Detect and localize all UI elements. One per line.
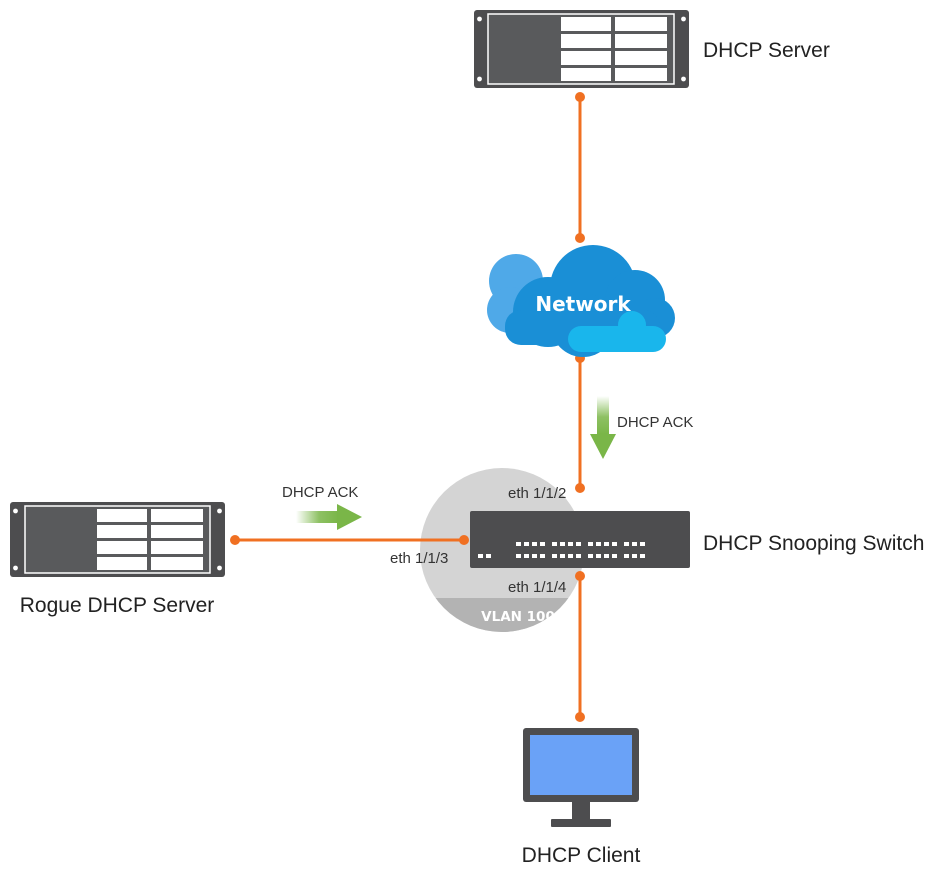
link-endpoints: [230, 92, 585, 722]
monitor-screen: [530, 735, 632, 795]
monitor-base: [551, 819, 611, 827]
dhcp-server-label: DHCP Server: [703, 39, 830, 62]
vlan-label: VLAN 100: [481, 609, 555, 625]
link-dot: [459, 535, 469, 545]
link-dot: [575, 233, 585, 243]
port-uplink-label: eth 1/1/2: [508, 485, 566, 502]
network-label: Network: [535, 292, 631, 316]
rogue-ack-arrow: [296, 504, 362, 530]
arrow-right-icon: [296, 511, 338, 523]
link-dot: [230, 535, 240, 545]
link-dot: [575, 483, 585, 493]
rogue-server-label: Rogue DHCP Server: [20, 594, 215, 617]
network-switch-icon: [470, 511, 690, 568]
arrow-down-head: [590, 434, 616, 459]
rogue-ack-label: DHCP ACK: [282, 484, 358, 501]
snooping-switch-label: DHCP Snooping Switch: [703, 532, 924, 555]
arrow-right-head: [337, 504, 362, 530]
monitor-icon: [523, 728, 639, 827]
rack-server-icon: [474, 10, 689, 88]
client-label: DHCP Client: [522, 844, 641, 867]
legit-ack-label: DHCP ACK: [617, 414, 693, 431]
port-client-label: eth 1/1/4: [508, 579, 566, 596]
arrow-down-icon: [597, 396, 609, 434]
link-dot: [575, 571, 585, 581]
cloud-icon: Network: [487, 245, 675, 357]
links: [235, 97, 582, 717]
legit-ack-arrow: [590, 396, 616, 459]
monitor-neck: [572, 802, 590, 819]
link-dot: [575, 712, 585, 722]
port-rogue-label: eth 1/1/3: [390, 550, 448, 567]
rack-server-icon: [10, 502, 225, 577]
link-dot: [575, 92, 585, 102]
